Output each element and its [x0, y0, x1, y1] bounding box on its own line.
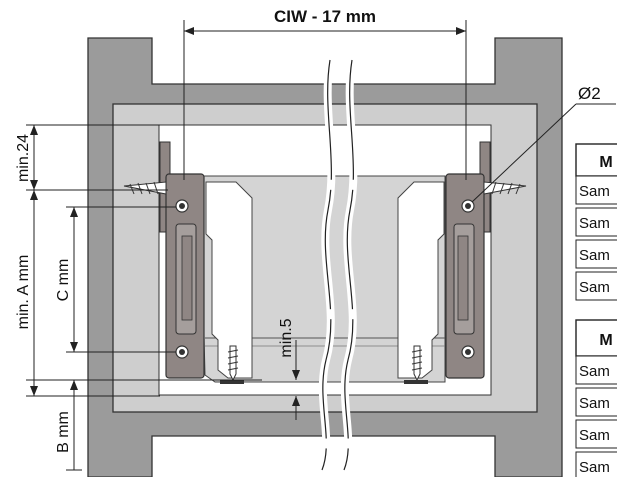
hole-diameter-label: Ø2 [578, 84, 601, 103]
table-1-header: M [599, 154, 612, 171]
dimension-c-label: C mm [55, 259, 72, 302]
right-wood-screw-icon [483, 181, 527, 195]
dimension-min5-lines [292, 340, 300, 420]
dimension-min5-label: min.5 [278, 318, 295, 357]
table-1-cell: Sam [579, 183, 610, 200]
table-2-cell: Sam [579, 459, 610, 476]
table-2-cell: Sam [579, 395, 610, 412]
table-2: M Sam Sam Sam Sam [575, 319, 617, 477]
drawer-left-side-profile [205, 181, 253, 379]
drawer-right-side-profile [397, 181, 445, 379]
right-bottom-screw-icon [404, 345, 428, 384]
table-2-cell: Sam [579, 427, 610, 444]
table-1-cell: Sam [579, 279, 610, 296]
table-1-cell: Sam [579, 247, 610, 264]
dimension-ciw-label: CIW - 17 mm [274, 7, 376, 26]
table-1-cell: Sam [579, 215, 610, 232]
table-2-header: M [599, 332, 612, 349]
left-bottom-screw-icon [220, 345, 244, 384]
table-2-cell: Sam [579, 363, 610, 380]
dimension-b-label: B mm [55, 411, 72, 453]
dimension-min24-label: min.24 [15, 134, 32, 182]
dimension-left-lines [26, 124, 262, 471]
dimension-ciw [183, 20, 467, 180]
left-runner [159, 141, 205, 379]
right-runner [445, 141, 491, 379]
dimension-min-a-label: min. A mm [15, 255, 32, 330]
table-1: M Sam Sam Sam Sam [575, 143, 617, 301]
